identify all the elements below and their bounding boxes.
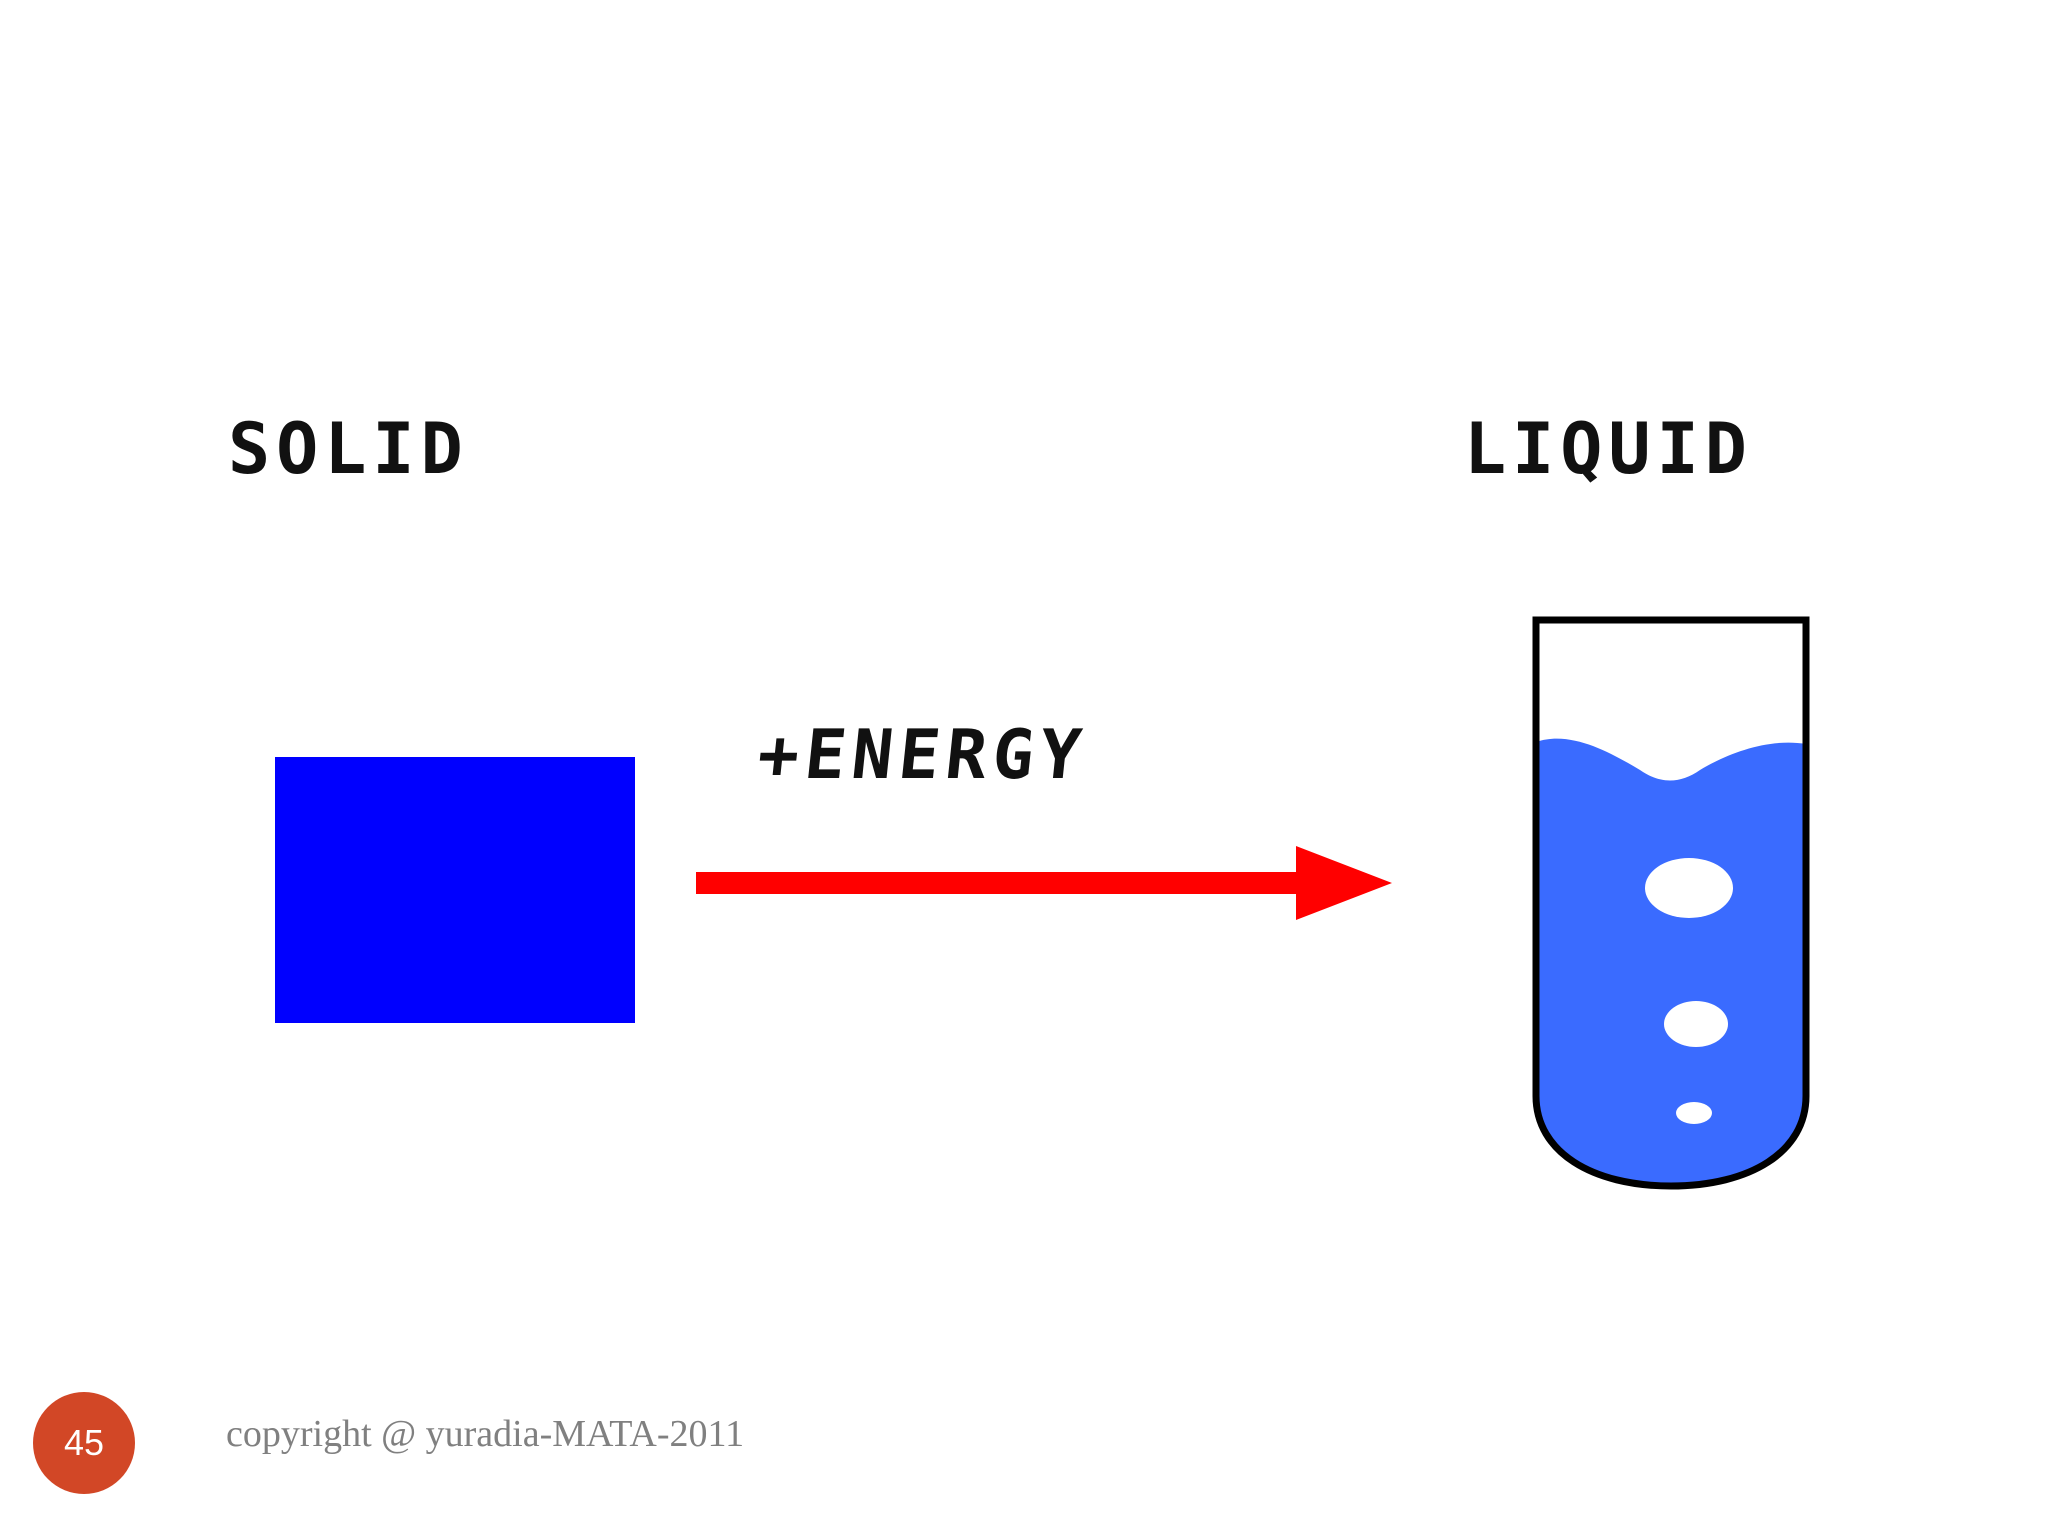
liquid-label: LIQUID (1464, 408, 1753, 490)
page-number-badge: 45 (33, 1392, 135, 1494)
energy-label: +ENERGY (753, 716, 1091, 795)
test-tube-icon (1532, 616, 1810, 1190)
copyright-text: copyright @ yuradia-MATA-2011 (226, 1413, 745, 1455)
solid-block (275, 757, 635, 1023)
solid-label: SOLID (228, 408, 469, 490)
right-arrow-icon (696, 846, 1392, 920)
